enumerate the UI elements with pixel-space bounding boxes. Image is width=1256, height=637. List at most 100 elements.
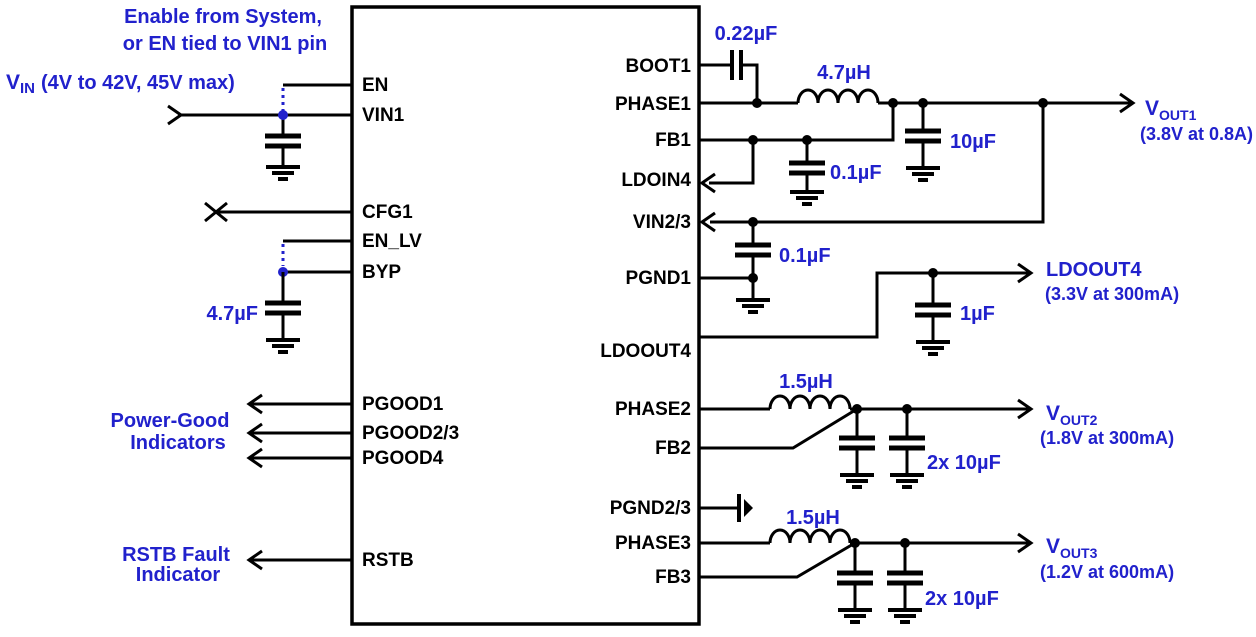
pin-label-fb2: FB2: [655, 438, 691, 459]
boot1-capacitor: [730, 50, 743, 80]
left-pin-labels: EN VIN1 CFG1 EN_LV BYP PGOOD1 PGOOD2/3 P…: [362, 75, 459, 571]
phase1-vout1-net: [699, 88, 1136, 182]
ground-icon: [264, 338, 302, 354]
no-connect-x-icon: [204, 201, 228, 223]
vout3-capacitor-b: [887, 573, 923, 583]
ldo4-capacitor: [915, 305, 951, 315]
ground-icon: [788, 190, 826, 206]
annotations: Enable from System, or EN tied to VIN1 p…: [6, 6, 1001, 610]
vin1-net: [167, 104, 352, 181]
byp-capacitor: [265, 303, 301, 313]
fb1-cap-value: 0.1µF: [830, 162, 882, 184]
pin-label-pgood4: PGOOD4: [362, 448, 444, 469]
pin-label-vin1: VIN1: [362, 105, 405, 126]
ldoout4-net: [699, 262, 1034, 356]
pgood1-arrow-icon: [246, 393, 263, 415]
byp-cap-value: 4.7µF: [206, 303, 258, 325]
pin-label-enlv: EN_LV: [362, 231, 422, 252]
enlv-byp-net: [264, 239, 352, 354]
ground-icon: [886, 608, 924, 624]
ground-icon: [838, 473, 876, 489]
l3-value: 1.5µH: [786, 507, 840, 529]
boot1-net: [699, 50, 759, 103]
pgood-nets: [246, 393, 352, 469]
ground-icon: [734, 298, 772, 314]
pin-label-en: EN: [362, 75, 388, 96]
vin23-arrow-icon: [699, 211, 716, 233]
right-pin-labels: BOOT1 PHASE1 FB1 LDOIN4 VIN2/3 PGND1 LDO…: [600, 56, 691, 588]
vout2-capacitor-a: [839, 438, 875, 448]
pin-label-ldoin4: LDOIN4: [621, 170, 691, 191]
vin23-capacitor: [735, 245, 771, 255]
ground-icon: [836, 608, 874, 624]
vout3-caps-value: 2x 10µF: [925, 588, 999, 610]
fb2-wire: [699, 407, 858, 450]
pgnd23-net: [699, 494, 753, 522]
pgood4-arrow-icon: [246, 447, 263, 469]
vout3-arrow-icon: [1017, 532, 1034, 554]
vout2-spec: (1.8V at 300mA): [1040, 428, 1174, 448]
fb1-capacitor: [789, 163, 825, 173]
vout2-capacitor-b: [889, 438, 925, 448]
rstb-net: [246, 549, 352, 571]
pin-label-boot1: BOOT1: [626, 56, 692, 77]
pin-label-ldoout4: LDOOUT4: [600, 341, 691, 362]
phase3-vout3-net: [699, 528, 1034, 624]
boot1-cap-value: 0.22µF: [715, 23, 778, 45]
pin-label-pgnd1: PGND1: [626, 268, 692, 289]
pin-label-pgood1: PGOOD1: [362, 394, 444, 415]
pgood-note-line1: Power-Good: [111, 410, 230, 432]
vout1-arrow-icon: [1119, 92, 1136, 114]
ic-body: [350, 5, 701, 626]
vout3-label: VOUT3: [1046, 535, 1098, 561]
vout2-arrow-icon: [1017, 398, 1034, 420]
pgnd-ground-icon: [744, 499, 753, 517]
inductor-l3: [768, 528, 852, 545]
pin-label-fb3: FB3: [655, 567, 691, 588]
inductor-l2: [768, 394, 852, 411]
vin-capacitor: [265, 136, 301, 146]
vin-input-arrow-icon: [167, 104, 184, 126]
pin-label-byp: BYP: [362, 262, 401, 283]
pgood-note-line2: Indicators: [130, 432, 226, 454]
pin-label-phase2: PHASE2: [615, 399, 691, 420]
junction-dots: [748, 98, 1048, 548]
ldoin4-arrow-icon: [699, 172, 716, 194]
vout1-spec: (3.8V at 0.8A): [1140, 124, 1253, 144]
vout1-cap-value: 10µF: [950, 131, 996, 153]
ldo4-cap-value: 1µF: [960, 303, 995, 325]
vout2-label: VOUT2: [1046, 402, 1098, 428]
vin23-cap-value: 0.1µF: [779, 245, 831, 267]
inductor-l1: [796, 88, 880, 105]
rstb-note-line1: RSTB Fault: [122, 544, 230, 566]
junction-dot: [278, 110, 288, 120]
ground-icon: [888, 473, 926, 489]
pin-label-pgnd23: PGND2/3: [610, 498, 691, 519]
vin-range-label: VIN(4V to 42V, 45V max): [6, 71, 235, 97]
vout2-caps-value: 2x 10µF: [927, 452, 1001, 474]
vout3-spec: (1.2V at 600mA): [1040, 562, 1174, 582]
pgood23-arrow-icon: [246, 422, 263, 444]
pin-label-vin23: VIN2/3: [633, 212, 691, 233]
rstb-arrow-icon: [246, 549, 263, 571]
enable-note-line2: or EN tied to VIN1 pin: [123, 33, 327, 55]
ground-icon: [264, 165, 302, 181]
ldoout4-spec: (3.3V at 300mA): [1045, 284, 1179, 304]
vout1-label: VOUT1: [1145, 97, 1197, 123]
output-labels: VOUT1 (3.8V at 0.8A) LDOOUT4 (3.3V at 30…: [1040, 97, 1253, 582]
fb3-wire: [699, 541, 856, 579]
ground-icon: [914, 340, 952, 356]
pin-label-phase3: PHASE3: [615, 533, 691, 554]
vout3-capacitor-a: [837, 573, 873, 583]
pin-label-fb1: FB1: [655, 130, 691, 151]
pin-label-cfg1: CFG1: [362, 202, 413, 223]
pin-label-pgood23: PGOOD2/3: [362, 423, 459, 444]
enable-note-line1: Enable from System,: [124, 6, 322, 28]
rstb-note-line2: Indicator: [136, 564, 221, 586]
cfg1-net: [204, 201, 352, 223]
ldoout4-arrow-icon: [1017, 262, 1034, 284]
fb1-net: [699, 103, 895, 206]
l2-value: 1.5µH: [779, 371, 833, 393]
